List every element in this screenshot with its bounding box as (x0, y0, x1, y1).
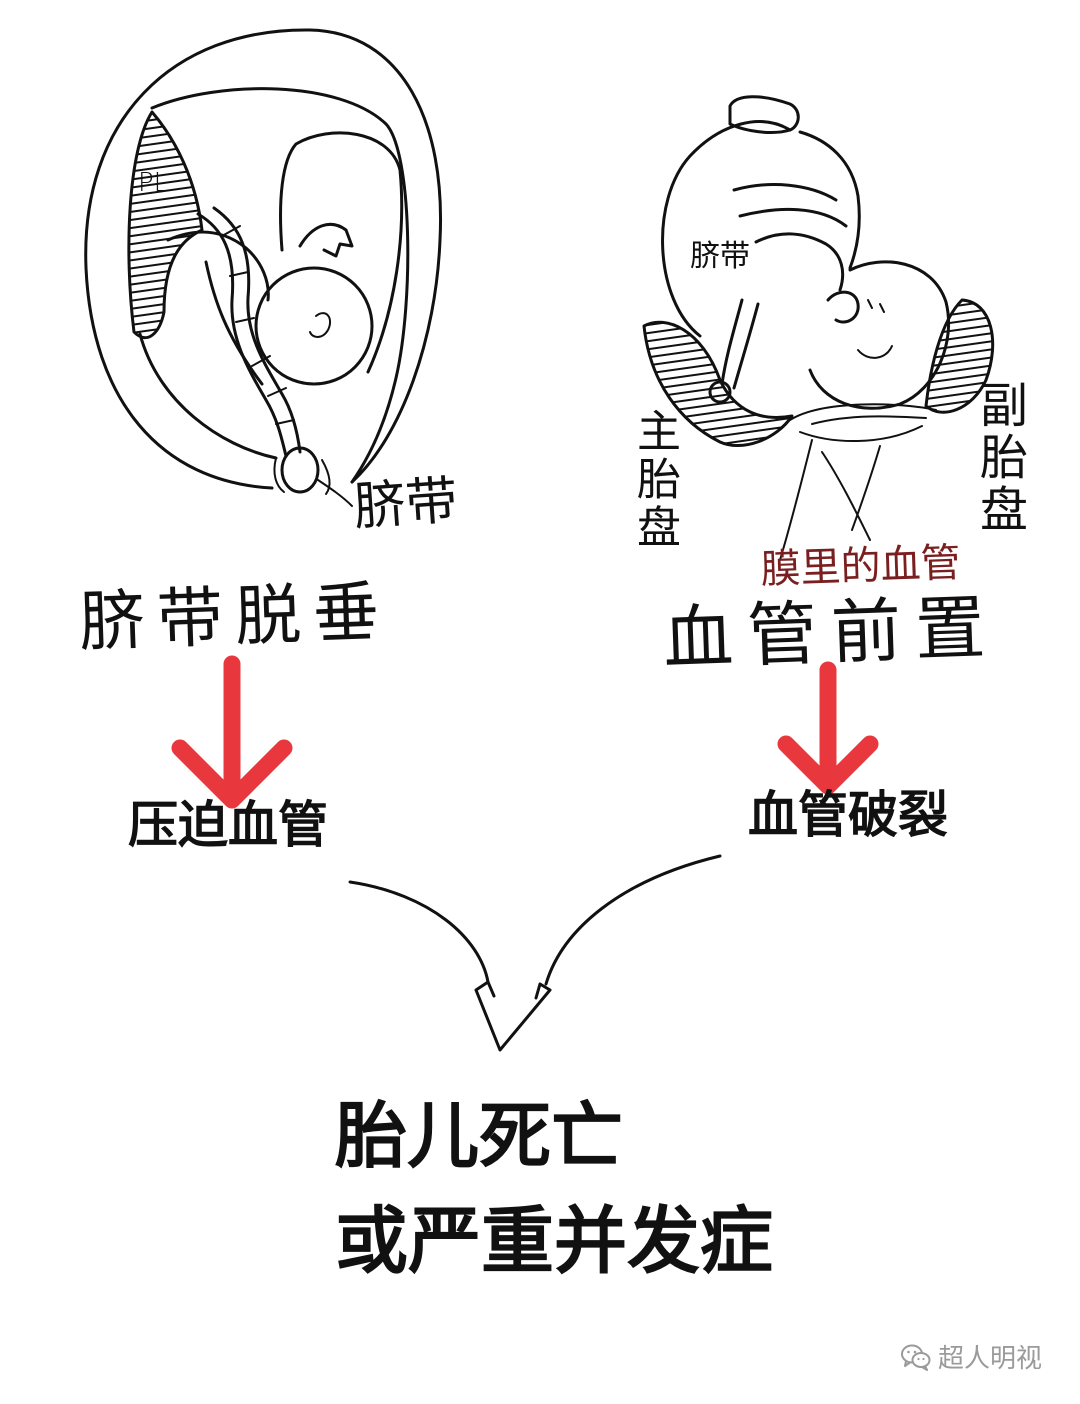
cervix-lines-left (273, 457, 331, 495)
accessory-placenta-label: 副胎盘 (971, 380, 1027, 536)
membrane-vessel-label: 膜里的血管 (759, 540, 962, 593)
fetus-leg-left (204, 260, 264, 386)
converging-arrow-left-curve (348, 880, 490, 984)
umbilical-cord-left-outer (196, 212, 288, 458)
cord-label-right: 脐带 (690, 239, 750, 274)
placenta-left (127, 110, 204, 340)
main-placenta (642, 320, 794, 447)
prolapsed-cord-loop (280, 446, 320, 494)
cord-label-left: 脐带 (351, 470, 460, 538)
wechat-icon (901, 1344, 931, 1371)
red-arrow-right-head (777, 735, 879, 795)
cord-prolapse-title: 脐带脱垂 (77, 573, 393, 661)
fetus-leg-right (732, 183, 848, 228)
placenta-label-left: PL (138, 168, 169, 198)
fetus-body-left (279, 131, 404, 374)
red-arrow-left-head (171, 739, 293, 809)
fetus-ear-left (309, 312, 332, 338)
fetus-hand-right (826, 290, 860, 324)
accessory-placenta (924, 298, 995, 414)
fetus-foot-right (728, 95, 800, 134)
vasa-previa-title: 血管前置 (661, 586, 1001, 680)
umbilical-cord-right (720, 298, 760, 390)
umbilical-cord-left-segments (221, 225, 295, 425)
uterus-inner-lower-wall (138, 332, 278, 460)
red-arrow-left (171, 655, 293, 809)
outcome-line-1: 胎儿死亡 (335, 1093, 624, 1178)
cervix-lines-right (779, 439, 881, 561)
fetus-body-right (661, 120, 792, 338)
fetus-back-right (798, 130, 861, 270)
cord-insertion-knot (708, 380, 732, 404)
membrane-vessels (789, 403, 937, 442)
fetus-head-left (254, 266, 374, 386)
fetus-limb-left (166, 230, 270, 302)
fetus-hand-left (298, 223, 354, 258)
fetus-arm-right (754, 232, 845, 292)
outcome-line-2: 或严重并发症 (335, 1198, 773, 1284)
converging-arrow-head (474, 980, 552, 1052)
watermark-text: 超人明视 (938, 1344, 1043, 1374)
vasa-previa-sketch (642, 95, 995, 561)
red-arrow-right (777, 661, 879, 795)
cord-label-pointer-left (317, 479, 353, 507)
main-placenta-label: 主胎盘 (629, 408, 680, 552)
vessel-rupture-label: 血管破裂 (748, 785, 948, 844)
fetus-face-right (857, 299, 893, 359)
vessel-compression-label: 压迫血管 (128, 795, 328, 854)
cord-prolapse-sketch (84, 28, 443, 507)
uterus-outer-wall (84, 28, 443, 490)
watermark: 超人明视 (900, 1338, 1042, 1375)
converging-arrow-right-curve (544, 854, 722, 986)
uterus-inner-wall (150, 87, 410, 484)
converging-arrow (348, 854, 722, 1052)
umbilical-cord-left-inner (212, 206, 302, 454)
